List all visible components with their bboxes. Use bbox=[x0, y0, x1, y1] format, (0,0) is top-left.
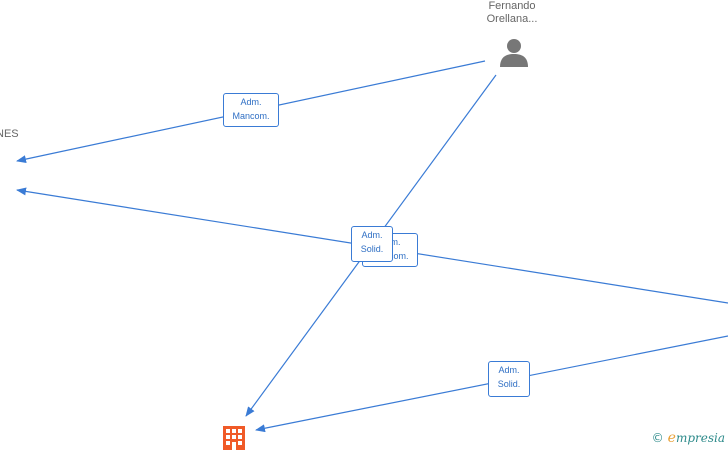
brand-name: mpresia bbox=[675, 431, 725, 445]
brand-initial: e bbox=[667, 430, 676, 446]
edge-label-solid-bottom: Adm. Solid. bbox=[488, 361, 530, 397]
left-node-label[interactable]: NES bbox=[0, 128, 19, 140]
edge-label-line2: Solid. bbox=[360, 244, 384, 254]
person-name-label[interactable]: Fernando Orellana... bbox=[470, 0, 554, 26]
copyright-symbol: © bbox=[651, 431, 664, 445]
edge-label-line2: Mancom. bbox=[232, 111, 270, 121]
person-name-line2: Orellana... bbox=[486, 13, 538, 25]
edge-label-mancom-top: Adm. Mancom. bbox=[223, 93, 279, 127]
edge-label-line1: Adm. bbox=[361, 230, 383, 240]
edge-label-line2: Solid. bbox=[497, 379, 521, 389]
edge-label-solid-mid: Adm. Solid. bbox=[351, 226, 393, 262]
person-icon[interactable] bbox=[500, 39, 528, 67]
edge-label-line1: Adm. bbox=[498, 365, 520, 375]
person-name-line1: Fernando bbox=[488, 0, 536, 12]
building-icon[interactable] bbox=[223, 426, 245, 450]
edge-label-line1: Adm. bbox=[240, 97, 262, 107]
empresia-watermark: ©empresia bbox=[652, 430, 725, 446]
